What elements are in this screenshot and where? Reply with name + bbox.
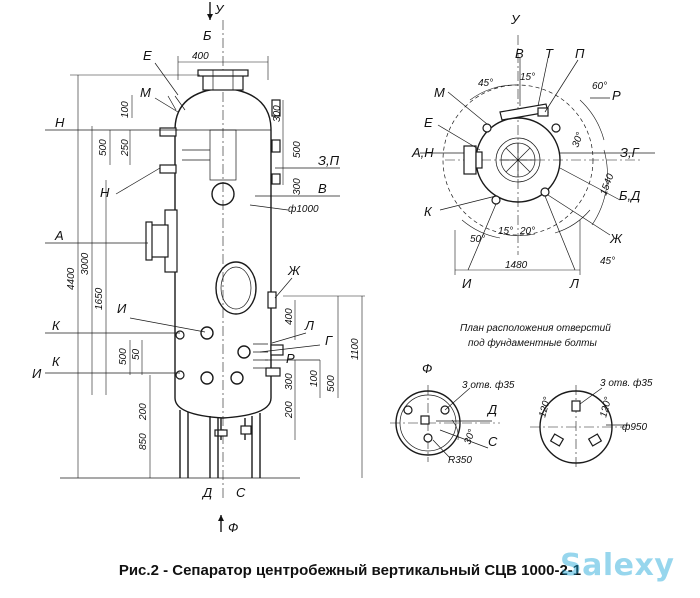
- plan-view: У: [411, 12, 655, 349]
- plan-label-l: Л: [569, 276, 579, 291]
- label-k2: К: [52, 354, 61, 369]
- label-d-front: Д: [201, 485, 212, 500]
- dim-400-zh: 400: [284, 308, 295, 325]
- dim-500-r: 500: [292, 141, 303, 158]
- base-radius: R350: [448, 455, 472, 466]
- label-zh-front: Ж: [287, 263, 301, 278]
- plan-label-e: Е: [424, 115, 433, 130]
- base-label-d: Д: [486, 402, 497, 417]
- base2-diameter: ф950: [622, 421, 647, 433]
- figure-caption: Рис.2 - Сепаратор центробежный вертикаль…: [118, 562, 582, 579]
- plan-view-mark: У: [510, 12, 521, 27]
- dim-1650: 1650: [94, 287, 105, 310]
- view-mark-bottom: Ф: [228, 520, 238, 535]
- dim-4400: 4400: [66, 267, 77, 290]
- view-mark-top: У: [214, 2, 225, 17]
- plan-label-p: П: [575, 46, 585, 61]
- dim-100: 100: [120, 101, 131, 118]
- dim-50: 50: [131, 348, 142, 360]
- base2-angle-120-left: 120°: [537, 396, 553, 419]
- angle-45-top: 45°: [478, 78, 493, 89]
- dim-300-top-r: 300: [272, 105, 283, 122]
- angle-50: 50°: [470, 234, 485, 245]
- dim-100-rr: 100: [309, 370, 320, 387]
- angle-45-bot: 45°: [600, 256, 615, 267]
- dim-500-rr: 500: [326, 375, 337, 392]
- label-zp: З,П: [318, 153, 340, 168]
- angle-20: 20°: [519, 226, 535, 237]
- label-i-inner: И: [117, 301, 127, 316]
- plan-label-m: М: [434, 85, 445, 100]
- base-holes-note: 3 отв. ф35: [462, 379, 515, 391]
- label-v-front: В: [318, 181, 327, 196]
- label-r-front: Р: [286, 351, 295, 366]
- label-m-front: М: [140, 85, 151, 100]
- dim-1540: 1540: [598, 172, 616, 197]
- dim-300-rr: 300: [284, 373, 295, 390]
- dim-diam-1000: ф1000: [288, 203, 319, 215]
- base-view-mark: Ф: [422, 361, 432, 376]
- front-view: У Ф: [32, 2, 365, 535]
- base-label-s: С: [488, 434, 498, 449]
- plan-label-an: А,Н: [411, 145, 434, 160]
- plan-label-k: К: [424, 204, 433, 219]
- label-k1: К: [52, 318, 61, 333]
- dim-200-left: 200: [138, 403, 149, 421]
- plan-label-t: Т: [545, 46, 554, 61]
- watermark-logo: Salexy: [560, 548, 675, 583]
- plan-label-i: И: [462, 276, 472, 291]
- plan-note-line1: План расположения отверстий: [460, 323, 611, 334]
- angle-60: 60°: [592, 81, 607, 92]
- dim-850: 850: [138, 433, 149, 450]
- dim-400-top: 400: [192, 51, 209, 62]
- dim-3000: 3000: [80, 252, 91, 275]
- dim-1100: 1100: [350, 338, 361, 360]
- plan-label-r: Р: [612, 88, 621, 103]
- plan-label-v: В: [515, 46, 524, 61]
- angle-15-bot: 15°: [498, 226, 513, 237]
- dim-500-left: 500: [98, 139, 109, 156]
- label-e-front: Е: [143, 48, 152, 63]
- plan-label-zh: Ж: [609, 231, 623, 246]
- base-angle-30: 30°: [462, 428, 478, 446]
- base-view-f: Ф 3 отв. ф35 Д С 30° R350: [390, 361, 515, 466]
- dim-1480: 1480: [505, 260, 528, 271]
- angle-30: 30°: [570, 131, 586, 149]
- base2-holes-note: 3 отв. ф35: [600, 377, 653, 389]
- angle-15-top: 15°: [520, 72, 535, 83]
- dim-200-rr: 200: [284, 401, 295, 419]
- dim-250: 250: [120, 139, 131, 157]
- label-s-front: С: [236, 485, 246, 500]
- plan-note-line2: под фундаментные болты: [468, 337, 597, 349]
- base-view-2: 3 отв. ф35 120° 120° ф950: [530, 377, 653, 470]
- label-a-front: А: [54, 228, 64, 243]
- plan-label-zg: З,Г: [620, 145, 640, 160]
- label-n1: Н: [55, 115, 65, 130]
- plan-label-bd: Б,Д: [619, 188, 640, 203]
- label-l-front: Л: [304, 318, 314, 333]
- label-b-top: Б: [203, 28, 212, 43]
- label-i-left: И: [32, 366, 42, 381]
- dim-300-mid-r: 300: [292, 178, 303, 195]
- label-g-front: Г: [325, 333, 333, 348]
- label-n2: Н: [100, 185, 110, 200]
- dim-500-k: 500: [118, 348, 129, 365]
- base2-angle-120-right: 120°: [598, 396, 614, 419]
